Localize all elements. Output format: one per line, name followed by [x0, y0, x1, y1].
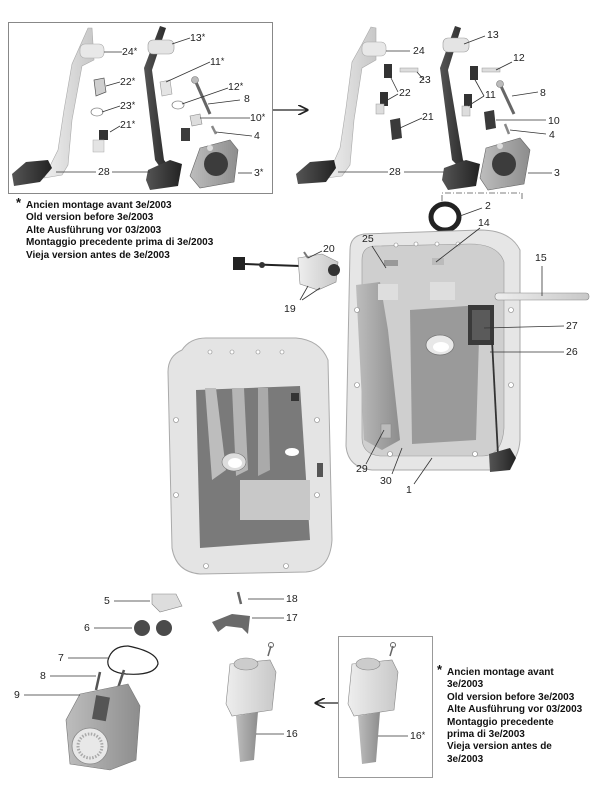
note-line-it: Montaggio precedente prima di 3e/2003 — [26, 237, 214, 249]
callout-1: 1 — [406, 484, 412, 496]
note-line: Old version before 3e/2003 — [447, 691, 575, 703]
callout-25: 25 — [362, 233, 374, 245]
callout-16: 16 — [286, 728, 298, 740]
sensor-assembly-19-20 — [233, 251, 340, 291]
stud-8a — [94, 671, 102, 691]
new-version-pedals — [296, 26, 531, 233]
callout-3: 3 — [554, 167, 560, 179]
callout-30: 30 — [380, 475, 392, 487]
callout-24: 24 — [413, 45, 425, 57]
switch-base-21-old — [92, 139, 105, 153]
seal-ring-2 — [428, 201, 462, 233]
callout-10: 10 — [548, 115, 560, 127]
callout-8-lower: 8 — [40, 670, 46, 682]
callout-11: 11 — [485, 89, 496, 101]
callout-21: 21 — [422, 111, 434, 123]
callout-16-old: 16* — [410, 730, 426, 742]
callout-6: 6 — [84, 622, 90, 634]
actuator-16 — [225, 659, 277, 717]
callout-23-old: 23* — [120, 100, 136, 112]
callout-22-old: 22* — [120, 76, 136, 88]
bush-old — [181, 128, 190, 141]
callout-19: 19 — [284, 303, 296, 315]
old-version-note-top: * Ancien montage avant 3e/2003 Old versi… — [16, 196, 214, 262]
pedal-box-housing — [345, 229, 590, 472]
leader-lines — [24, 35, 565, 737]
callout-8: 8 — [540, 87, 546, 99]
callout-3-old: 3* — [254, 167, 264, 179]
callout-27: 27 — [566, 320, 578, 332]
stud-8b — [116, 669, 126, 689]
callout-11-old: 11* — [210, 56, 225, 68]
callout-22: 22 — [399, 87, 411, 99]
grommet-6b — [156, 620, 172, 636]
note-line: Montaggio precedente — [447, 716, 554, 728]
note-line: prima di 3e/2003 — [447, 729, 525, 741]
dash-dot-bracket — [441, 192, 523, 201]
callout-26: 26 — [566, 346, 578, 358]
ring-12-old — [171, 100, 185, 110]
old-version-note-bottom: * Ancien montage avant 3e/2003 Old versi… — [437, 663, 583, 766]
clip-17 — [212, 614, 250, 634]
note-line-de: Alte Ausführung vor 03/2003 — [26, 224, 162, 236]
callout-20: 20 — [323, 243, 335, 255]
note-line: Ancien montage avant — [447, 667, 554, 678]
clip-11-old — [159, 79, 173, 97]
callout-7: 7 — [58, 652, 64, 664]
note-line: 3e/2003 — [447, 679, 484, 691]
callout-21-old: 21* — [120, 119, 136, 131]
grommet-6a — [134, 620, 150, 636]
callout-9: 9 — [14, 689, 20, 701]
callout-14: 14 — [478, 217, 490, 229]
note-star-icon: * — [437, 662, 443, 677]
note-star-icon: * — [16, 195, 22, 210]
bushing-24-old — [79, 43, 105, 59]
callout-2: 2 — [485, 200, 491, 212]
callout-12: 12 — [513, 52, 525, 64]
note-line-fr: Ancien montage avant 3e/2003 — [26, 200, 172, 211]
callout-29: 29 — [356, 463, 368, 475]
oring-7 — [107, 645, 159, 675]
old-version-16-inset — [338, 636, 433, 778]
switch-21-old — [99, 130, 108, 140]
note-line: Vieja version antes de — [447, 741, 552, 753]
note-line-es: Vieja version antes de 3e/2003 — [26, 249, 170, 261]
callout-4-old: 4 — [254, 130, 260, 142]
pedal-box-housing-rear — [167, 337, 333, 575]
pedal-pad-right — [146, 160, 182, 190]
callout-15: 15 — [535, 252, 547, 264]
callout-24-old: 24* — [122, 46, 138, 58]
callout-23: 23 — [419, 74, 431, 86]
callout-18: 18 — [286, 593, 298, 605]
callout-10-old: 10* — [250, 112, 266, 124]
note-line-en: Old version before 3e/2003 — [26, 212, 154, 224]
callout-8-old: 8 — [244, 93, 250, 105]
pin-18 — [236, 591, 243, 605]
callout-28: 28 — [389, 166, 401, 178]
callout-12-old: 12* — [228, 81, 244, 93]
bushing-13-old — [147, 39, 175, 55]
lower-parts — [65, 591, 277, 771]
callout-17: 17 — [286, 612, 298, 624]
bracket-5 — [151, 593, 183, 613]
pedal-arm-dark — [144, 26, 172, 170]
callout-5: 5 — [104, 595, 110, 607]
old-version-inset — [8, 22, 273, 194]
pedal-pad-left — [12, 160, 52, 186]
note-line: 3e/2003 — [447, 753, 484, 765]
callout-4: 4 — [549, 129, 555, 141]
callout-13: 13 — [487, 29, 499, 41]
pedal-arm-light — [43, 27, 95, 179]
callout-28-old: 28 — [98, 166, 110, 178]
clip-22-old — [93, 77, 107, 97]
note-line: Alte Ausführung vor 03/2003 — [447, 704, 583, 716]
pin-4-old — [210, 125, 218, 135]
callout-13-old: 13* — [190, 32, 206, 44]
bracket-10-old — [189, 113, 203, 127]
